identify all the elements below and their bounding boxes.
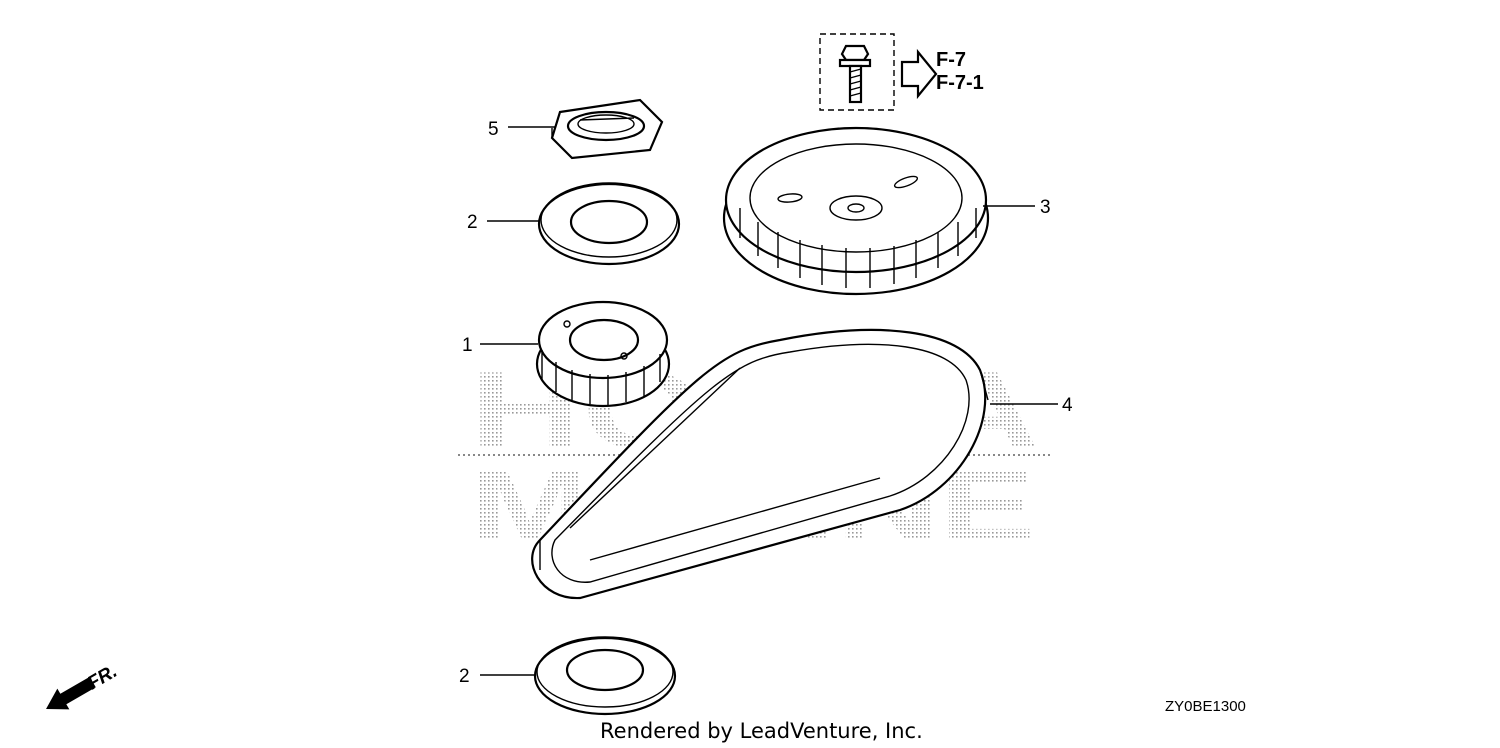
hex-nut[interactable] xyxy=(550,98,664,160)
callout-3[interactable]: 3 xyxy=(1040,197,1051,218)
credit-line: Rendered by LeadVenture, Inc. xyxy=(600,719,923,743)
bolt-reference[interactable]: F-7 F-7-1 xyxy=(819,33,984,111)
small-sprocket-teeth xyxy=(541,350,661,405)
bolt-icon xyxy=(838,44,872,104)
timing-belt[interactable] xyxy=(531,328,989,600)
washer-upper[interactable] xyxy=(537,182,681,266)
callouts: 5 2 1 3 4 2 xyxy=(459,119,1073,687)
callout-2-upper[interactable]: 2 xyxy=(467,212,478,233)
large-sprocket[interactable] xyxy=(722,126,990,296)
reference-line-2: F-7-1 xyxy=(936,72,984,94)
small-sprocket[interactable] xyxy=(535,300,671,408)
callout-4[interactable]: 4 xyxy=(1062,395,1073,416)
leader-lines xyxy=(480,126,1058,676)
reference-line-1: F-7 xyxy=(936,49,966,71)
arrow-right-icon xyxy=(900,48,938,100)
sprocket-teeth xyxy=(739,208,977,288)
diagram-code: ZY0BE1300 xyxy=(1165,698,1246,715)
callout-5[interactable]: 5 xyxy=(488,119,499,140)
callout-1[interactable]: 1 xyxy=(462,335,473,356)
front-arrow-icon xyxy=(46,676,96,710)
orientation-indicator: FR. xyxy=(46,661,121,710)
washer-lower[interactable] xyxy=(533,636,677,716)
callout-2-lower[interactable]: 2 xyxy=(459,666,470,687)
